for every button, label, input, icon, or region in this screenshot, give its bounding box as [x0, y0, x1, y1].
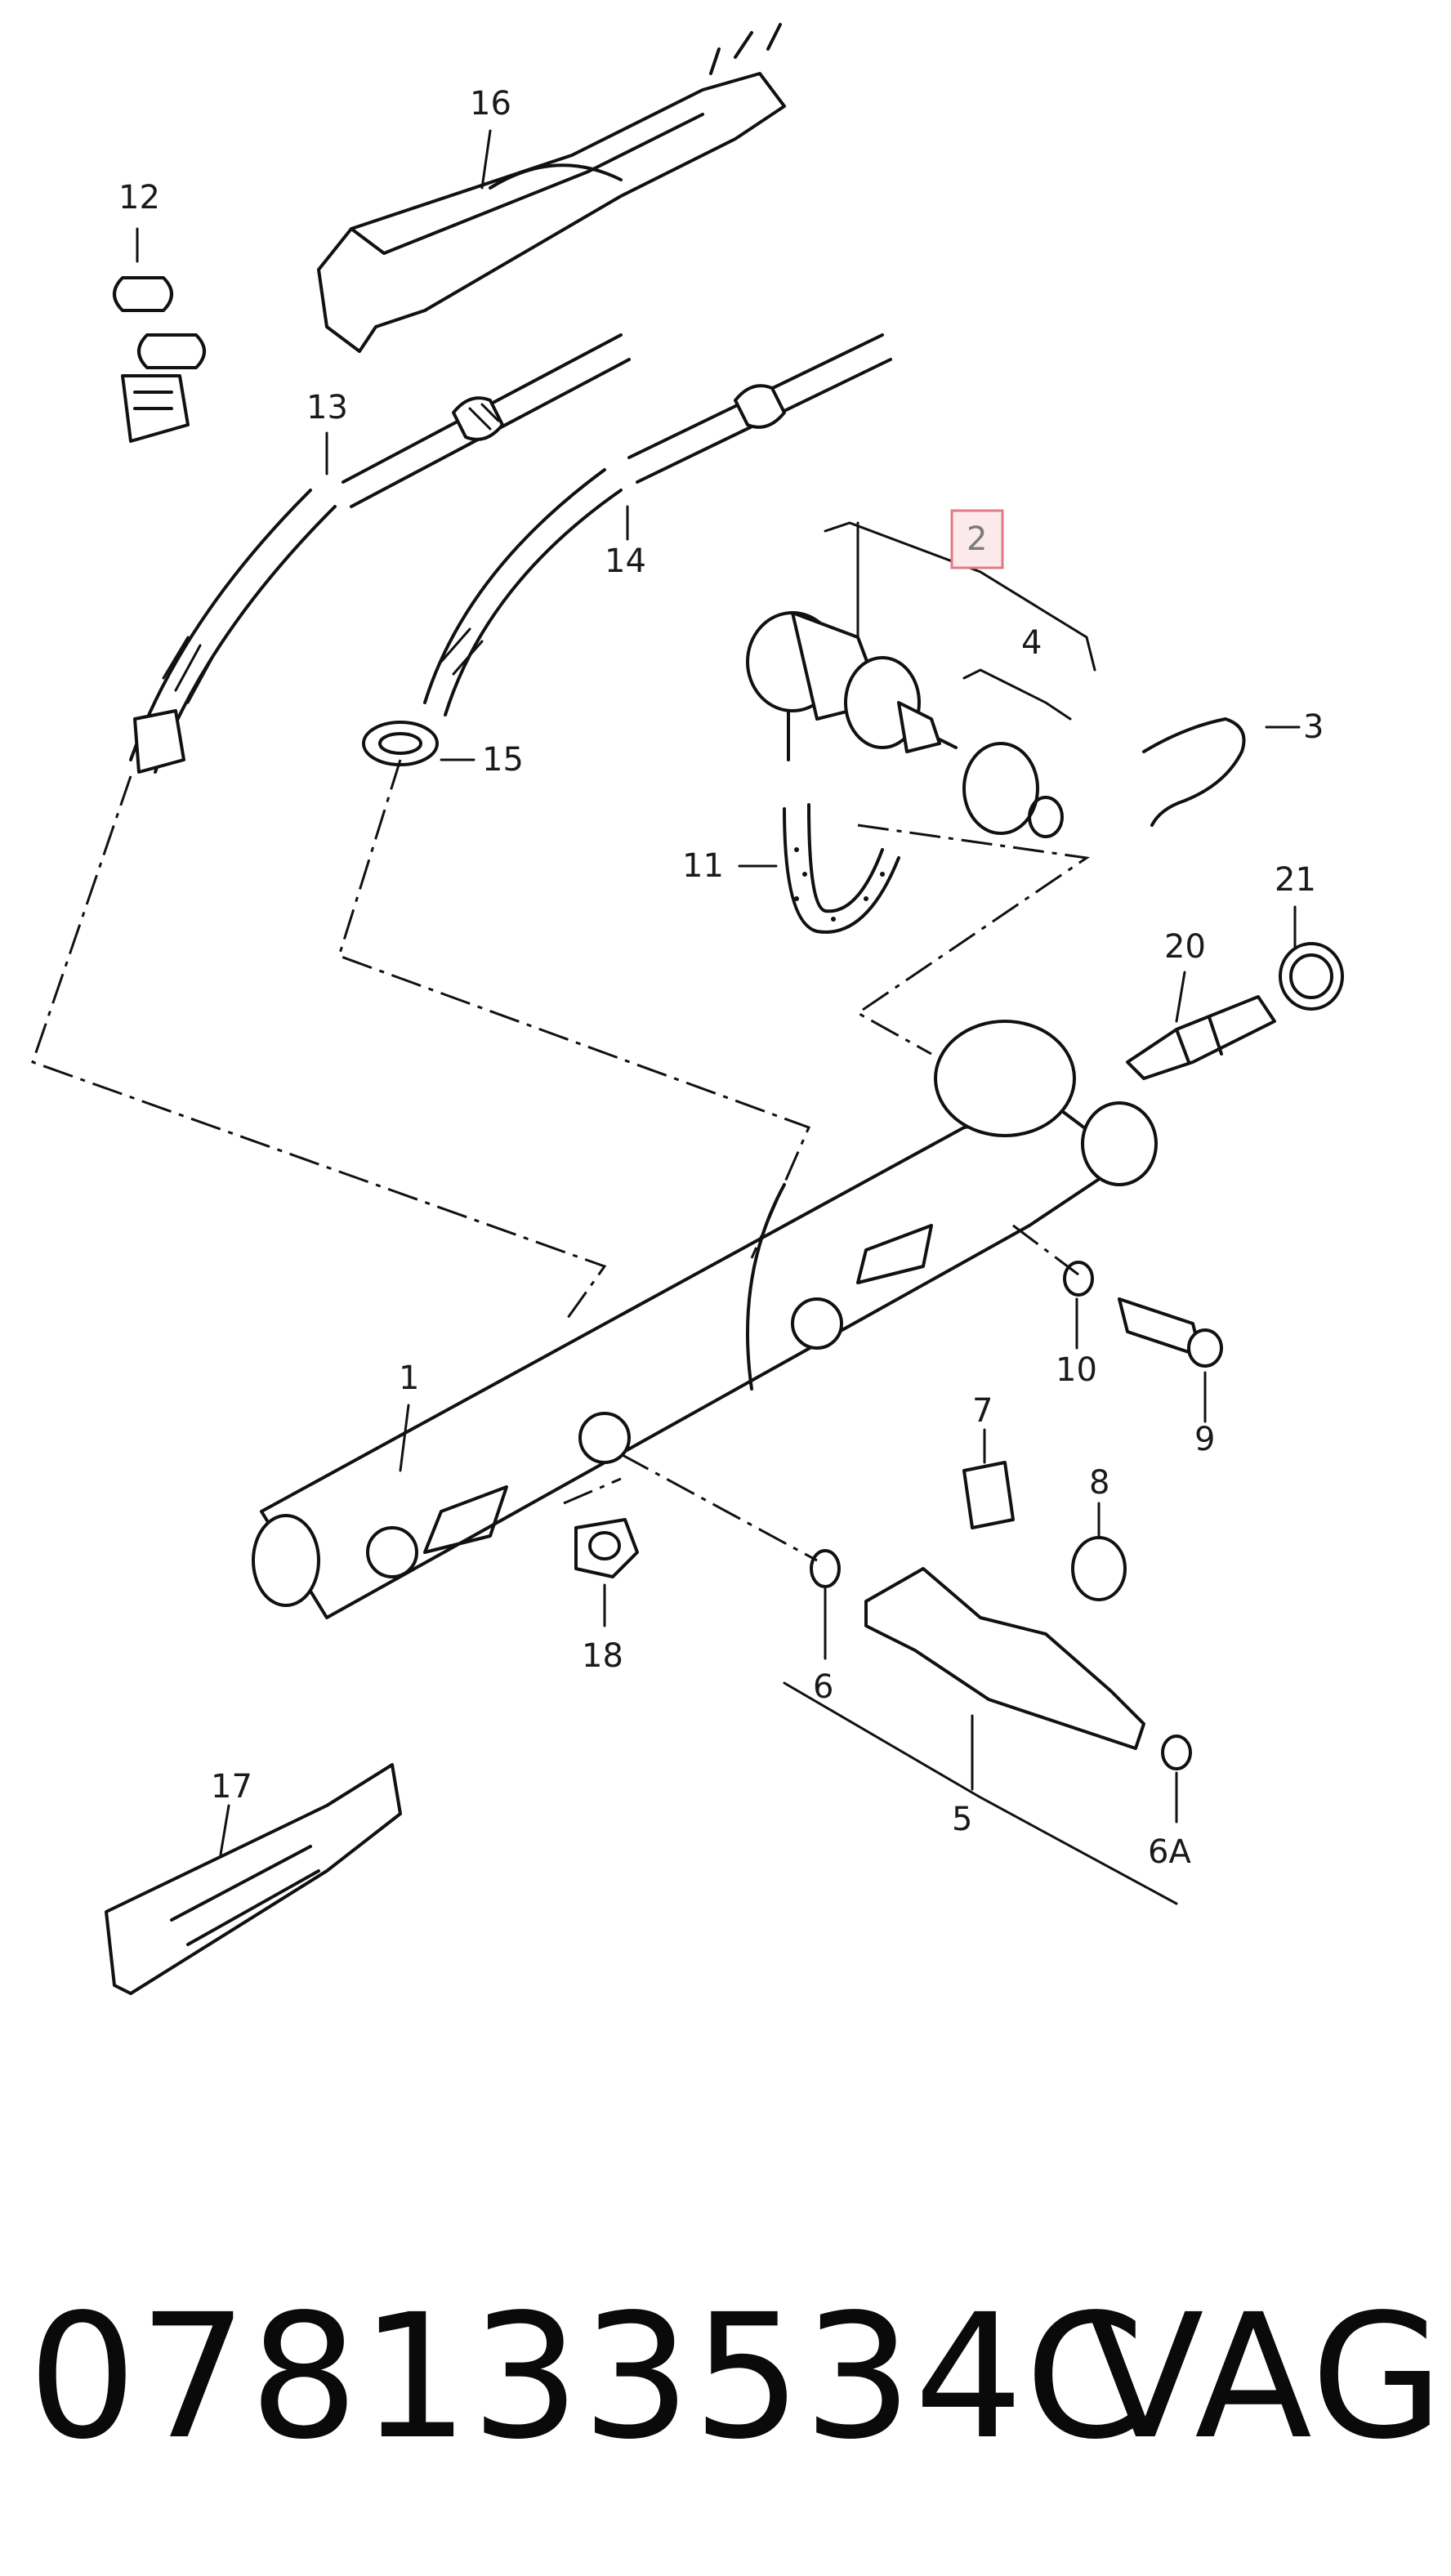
callout-1: 1	[399, 1359, 419, 1397]
part-7-clip	[962, 1461, 1015, 1529]
part-9-bolt	[1118, 1297, 1223, 1368]
callout-14: 14	[605, 542, 646, 580]
part-21-cap	[1279, 942, 1344, 1011]
part-1-fuel-rail	[252, 1020, 1158, 1619]
part-16-cover	[317, 23, 786, 353]
callout-6a: 6A	[1148, 1833, 1191, 1871]
callout-13: 13	[306, 389, 348, 426]
part-14-fuel-line	[423, 333, 892, 717]
part-18-nut	[574, 1518, 639, 1578]
assembly-lines	[31, 759, 1091, 1562]
callout-20: 20	[1164, 928, 1206, 966]
callout-7: 7	[972, 1392, 993, 1430]
callout-labels: 16 12 13 14 2 4 3 15 11 21 20 1 10 9 7 8…	[118, 85, 1324, 1871]
callout-12: 12	[118, 179, 160, 217]
part-2-pressure-regulator	[746, 611, 958, 761]
part-20-sensor	[1126, 995, 1276, 1080]
part-13-fuel-line	[129, 333, 631, 774]
callout-9: 9	[1194, 1421, 1215, 1458]
callout-2: 2	[967, 520, 987, 558]
bracket-lines	[783, 521, 1178, 1905]
callout-18: 18	[582, 1637, 623, 1675]
part-10-washer	[1063, 1261, 1094, 1297]
callout-16: 16	[470, 85, 511, 123]
callout-5: 5	[952, 1801, 972, 1838]
part-15-clamp	[362, 721, 439, 766]
brand-caption: VAG	[1087, 2277, 1445, 2477]
callout-17: 17	[211, 1768, 252, 1806]
callout-10: 10	[1056, 1351, 1097, 1389]
part-5-injector	[810, 1549, 1192, 1770]
callout-4: 4	[1021, 624, 1042, 662]
callout-6: 6	[813, 1668, 833, 1706]
part-number-caption: 078133534C	[28, 2277, 1147, 2477]
part-11-vacuum-hose	[783, 803, 900, 934]
part-4-o-rings	[962, 742, 1064, 838]
callout-15: 15	[482, 741, 524, 779]
part-3-retaining-clip	[1142, 717, 1246, 827]
part-17-holder	[105, 1763, 402, 1995]
part-8-o-ring	[1071, 1536, 1127, 1601]
callout-21: 21	[1275, 861, 1316, 899]
callout-3: 3	[1303, 708, 1324, 746]
callout-11: 11	[682, 847, 724, 885]
leader-lines	[136, 129, 1301, 1856]
part-12-hose-clips	[113, 276, 206, 443]
callout-8: 8	[1089, 1464, 1109, 1502]
callout-2-highlight-box	[950, 509, 1004, 569]
